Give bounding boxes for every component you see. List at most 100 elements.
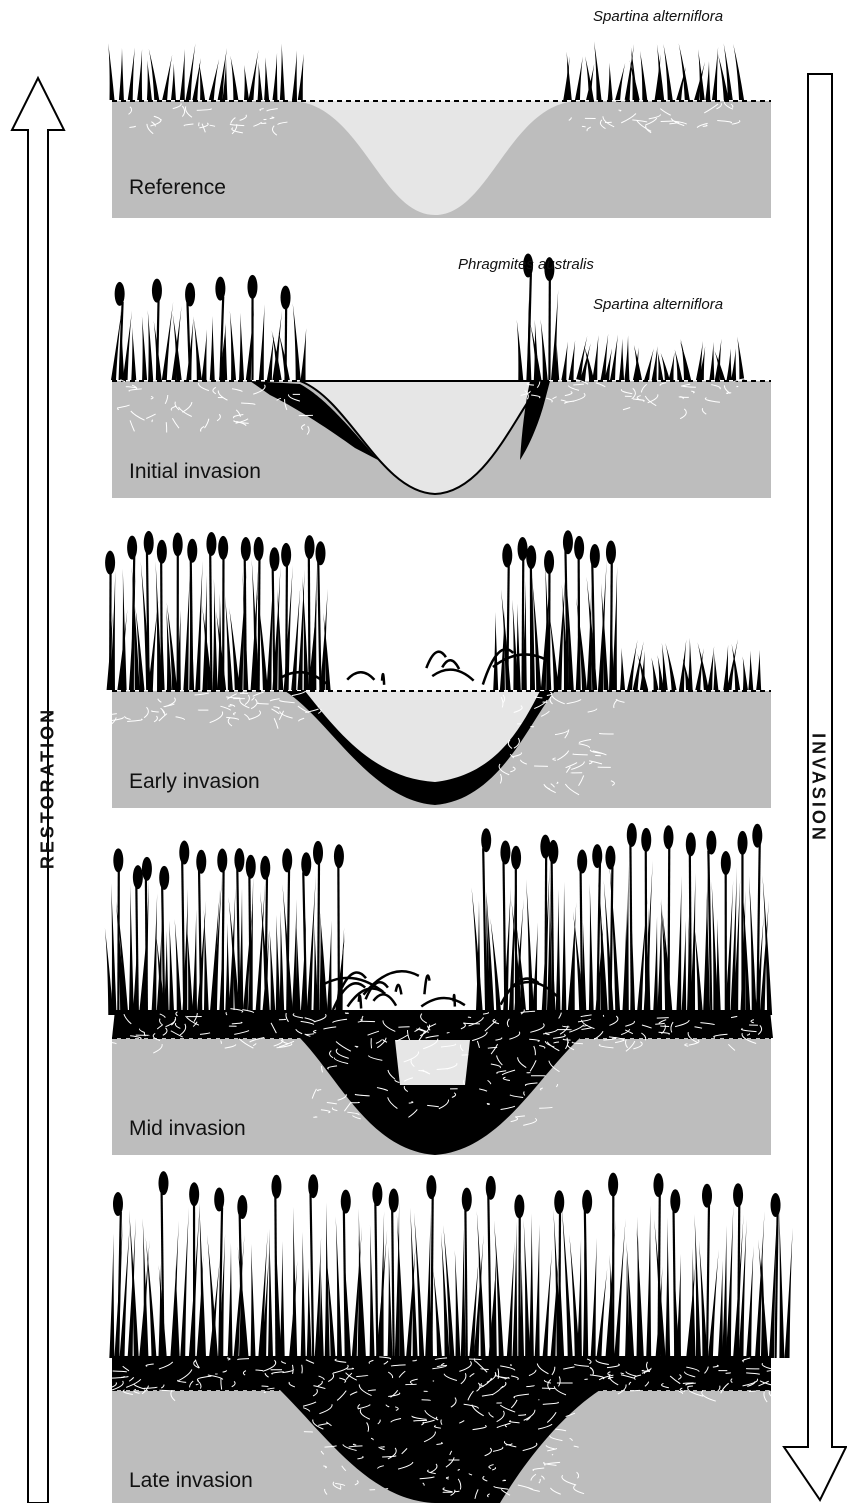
plant-blade [657,351,663,380]
reed-stem [738,1203,739,1358]
reed-plume [663,825,673,849]
plant-blade [712,47,718,100]
reed-plume [502,544,512,568]
reed-plume [500,840,510,864]
plant-blade [192,58,201,100]
reed-plume [281,286,291,310]
plant-blade [691,1248,696,1358]
fallen-stem [359,996,361,1009]
plant-blade [258,62,263,100]
plant-blade [749,876,757,1015]
reed-plume [481,828,491,852]
plant-blade [109,1233,114,1358]
plant-blade [731,348,736,380]
plant-blade [644,348,654,380]
reed-plume [237,1195,247,1219]
reed-stem [245,557,246,690]
plant-blade [567,52,572,100]
plant-blade [292,899,297,1015]
plant-blade [657,898,662,1015]
plant-blade [194,319,202,380]
reed-plume [486,1176,496,1200]
plant-blade [723,645,728,690]
fallen-stem [454,995,455,1007]
plant-blade [707,646,714,690]
reed-stem [249,875,250,1015]
restoration-arrow-label: RESTORATION [38,707,59,869]
plant-blade [195,561,202,690]
reed-plume [133,865,143,889]
plants-layer [105,531,331,690]
reed-stem [275,1195,276,1358]
panel-mid-invasion [102,823,773,1155]
stage-label-late-invasion: Late invasion [129,1469,253,1493]
plant-blade [327,921,332,1015]
reed-stem [118,1212,121,1358]
reed-stem [273,567,275,690]
plant-blade [681,920,686,1015]
plant-blade [186,43,196,100]
root-strand [462,1055,468,1056]
reed-stem [611,560,612,690]
reed-plume [592,844,602,868]
root-strand [599,733,613,734]
plant-blade [228,1243,233,1358]
reed-plume [247,275,257,299]
reed-plume [113,848,123,872]
reed-plume [308,1174,318,1198]
invasion-arrow-label: INVASION [808,733,829,843]
plant-blade [663,44,672,100]
plant-blade [509,880,516,1015]
plant-blade [259,304,265,380]
plant-blade [395,1201,400,1358]
plant-blade [171,63,176,100]
root-strand [769,1390,782,1401]
plant-blade [596,1268,607,1358]
reed-plume [234,848,244,872]
reed-plume [590,544,600,568]
plant-blade [640,51,647,100]
fallen-stem [424,976,429,995]
fallen-stem [396,985,402,995]
reed-stem [658,1193,659,1358]
plant-blade [524,1220,531,1358]
plant-blade [148,310,153,380]
stage-label-reference: Reference [129,176,226,200]
reed-stem [309,555,310,690]
plant-blade [147,60,152,100]
reed-stem [182,861,184,1015]
reed-stem [259,557,260,690]
plant-blade [708,1249,719,1358]
reed-plume [577,850,587,874]
plants-layer [472,823,773,1015]
reed-stem [523,557,524,690]
plant-blade [268,1229,273,1358]
plant-blade [512,1221,517,1358]
stage-label-initial-invasion: Initial invasion [129,460,261,484]
plant-blade [111,883,116,1015]
species-label-phragmites: Phragmites australis [458,256,594,273]
plant-blade [709,342,714,380]
stage-label-mid-invasion: Mid invasion [129,1117,246,1141]
plant-blade [248,50,258,100]
reed-plume [254,537,264,561]
reed-plume [127,536,137,560]
reed-plume [514,1194,524,1218]
panel-early-invasion [105,530,771,808]
plant-blade [210,316,215,380]
reed-plume [218,536,228,560]
plant-blade [561,342,567,380]
plant-blade [652,346,658,380]
plant-blade [225,596,233,690]
plant-blade [267,334,274,380]
plant-blade [589,883,594,1015]
plant-blade [455,1250,461,1358]
plant-blade [694,1214,701,1358]
plant-blade [610,334,618,380]
plant-blade [293,303,301,380]
reed-plume [752,824,762,848]
reed-stem [338,864,339,1015]
root-strand [199,122,200,126]
plant-blade [608,63,613,100]
reed-plume [733,1183,743,1207]
